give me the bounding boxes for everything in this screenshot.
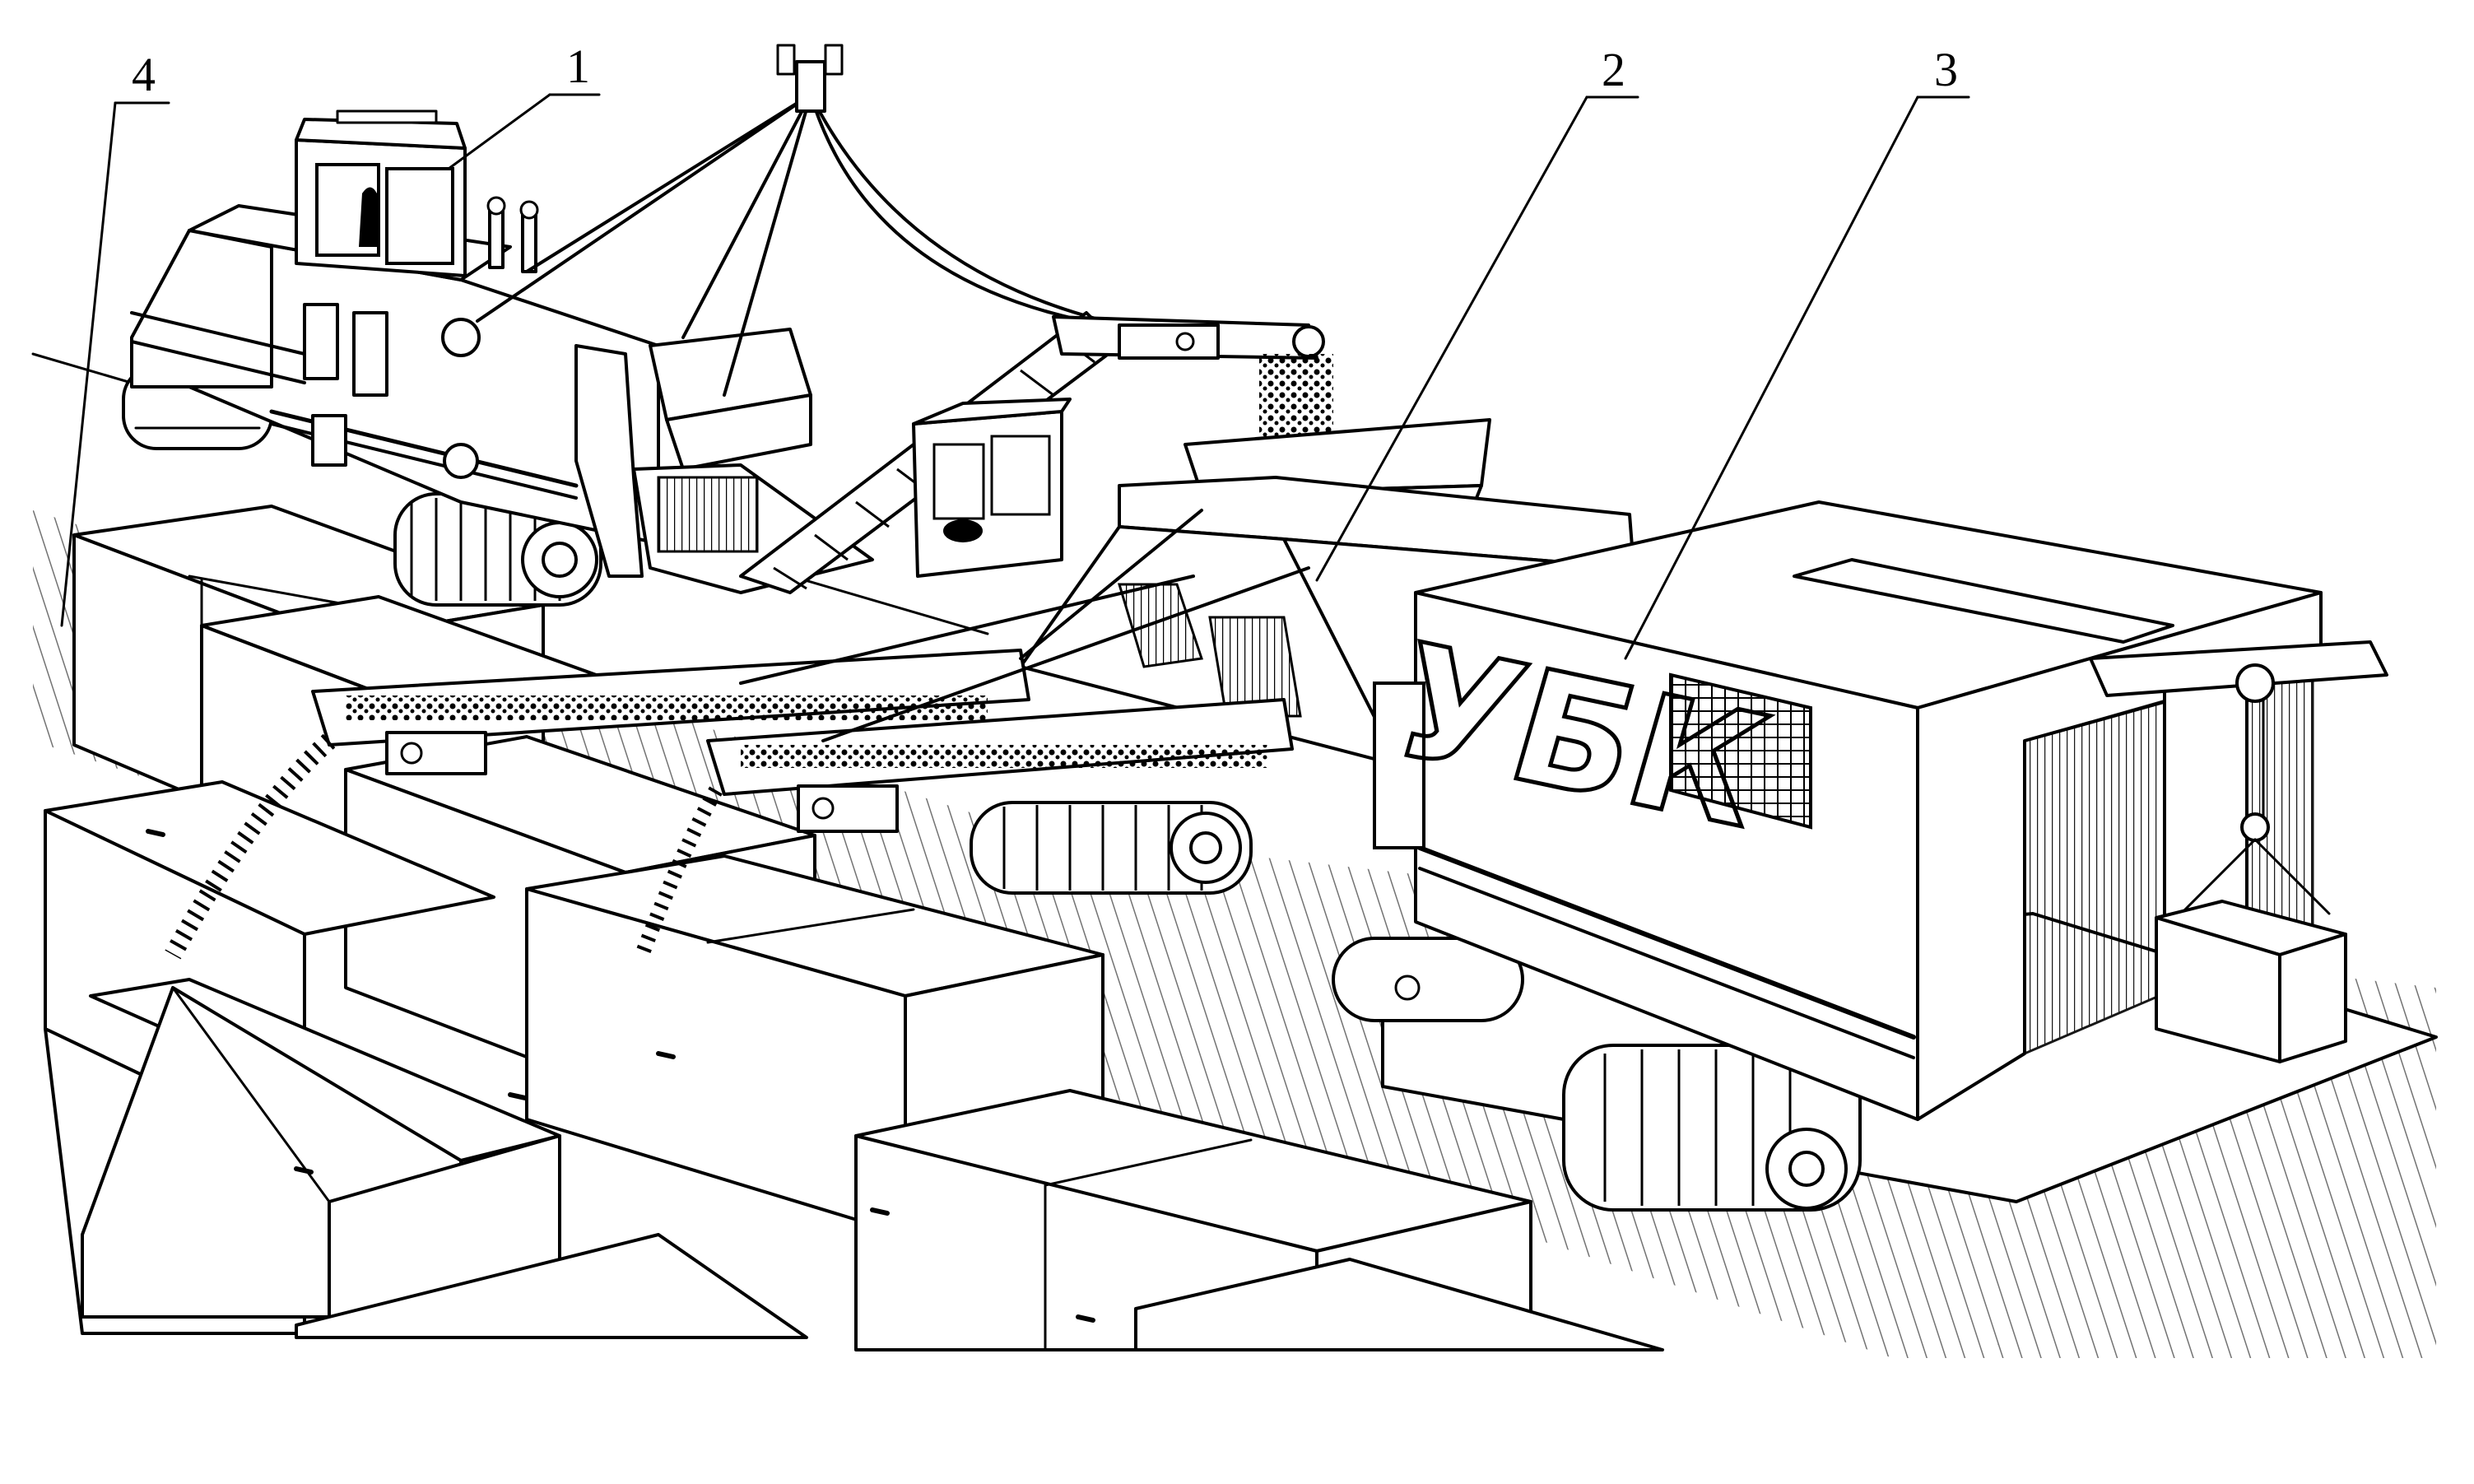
- callout-leaders: [60, 93, 1970, 660]
- roof-support-boxes: [44, 505, 1664, 1351]
- callout-2: 2: [1602, 43, 1625, 96]
- callout-3: 3: [1934, 43, 1958, 96]
- ubk-machine: УБК: [1332, 500, 2438, 1212]
- callout-1: 1: [566, 40, 590, 93]
- callout-4: 4: [132, 48, 156, 101]
